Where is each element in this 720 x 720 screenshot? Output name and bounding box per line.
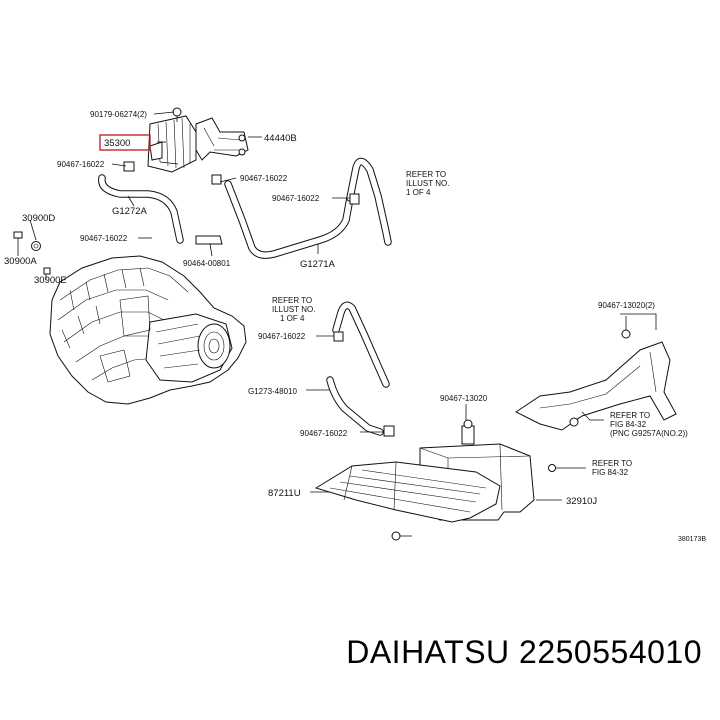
- label-90467-d: 90467-16022: [80, 234, 128, 243]
- label-90467-e: 90467-16022: [258, 332, 306, 341]
- bracket-44440b: [195, 117, 249, 161]
- label-35300: 35300: [104, 138, 130, 149]
- label-90464: 90464-00801: [183, 259, 231, 268]
- hose-g1271a: [211, 157, 392, 259]
- highlight-box-35300: [99, 134, 151, 151]
- label-90467-13020-2: 90467-13020(2): [598, 301, 655, 310]
- part-number-caption: DAIHATSU 2250554010: [346, 634, 702, 670]
- ref4-line1: REFER TO: [592, 459, 632, 468]
- ref1-line3: 1 OF 4: [406, 188, 431, 197]
- label-90467-f: 90467-16022: [300, 429, 348, 438]
- hose-g1273: [326, 301, 395, 437]
- ref2-line3: 1 OF 4: [280, 314, 305, 323]
- label-32910j: 32910J: [566, 496, 597, 507]
- bracket-right: [515, 316, 677, 431]
- ref1-line2: ILLUST NO.: [406, 179, 449, 188]
- label-90179: 90179-06274(2): [90, 110, 147, 119]
- hose-g1272a: [98, 161, 223, 245]
- label-90467-13020: 90467-13020: [440, 394, 488, 403]
- ref4-line2: FIG 84-32: [592, 468, 629, 477]
- part-labels: 90179-06274(2) 35300 44440B 90467-16022 …: [4, 110, 706, 543]
- label-87211u: 87211U: [268, 488, 301, 499]
- actuator-35300: [147, 107, 197, 173]
- label-g1272a: G1272A: [112, 206, 148, 217]
- label-90467-b: 90467-16022: [240, 174, 288, 183]
- ref2-line2: ILLUST NO.: [272, 305, 315, 314]
- ref1-line1: REFER TO: [406, 170, 446, 179]
- label-g1273: G1273-48010: [248, 387, 297, 396]
- label-30900e: 30900E: [34, 275, 67, 286]
- transmission-drawing: [49, 255, 247, 405]
- label-90467-a: 90467-16022: [57, 160, 105, 169]
- drawing-code: 380173B: [678, 536, 706, 543]
- ref2-line1: REFER TO: [272, 296, 312, 305]
- leader-lines: [111, 111, 657, 501]
- cover-87211u: [314, 461, 501, 541]
- label-30900a: 30900A: [4, 256, 37, 267]
- label-44440b: 44440B: [264, 133, 297, 144]
- fittings-30900: [13, 219, 51, 280]
- label-90467-c: 90467-16022: [272, 194, 320, 203]
- label-g1271a: G1271A: [300, 259, 336, 270]
- ref3-line1: REFER TO: [610, 411, 650, 420]
- ref3-line2: FIG 84-32: [610, 420, 647, 429]
- ref3-line3: (PNC G9257A(NO.2)): [610, 429, 688, 438]
- label-30900d: 30900D: [22, 213, 55, 224]
